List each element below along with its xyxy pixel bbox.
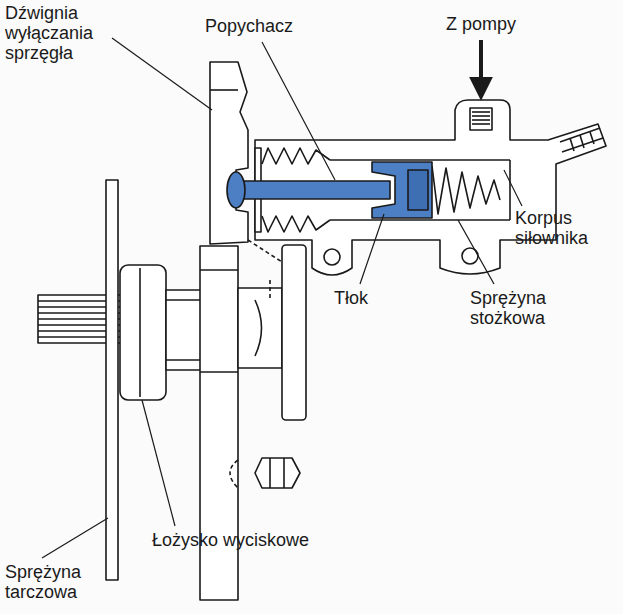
inlet-arrow	[479, 40, 483, 96]
part-label: Sprężyna tarczowa	[5, 562, 123, 602]
leader-lines	[42, 38, 522, 558]
part-label: Dźwignia wyłączania sprzęgła	[5, 3, 117, 63]
part-label: Tłok	[334, 288, 394, 308]
pivot	[230, 240, 306, 488]
part-label: Sprężyna stożkowa	[470, 288, 582, 328]
release-bearing	[120, 265, 202, 400]
part-label: Z pompy	[446, 14, 546, 34]
diaphragm-spring	[106, 180, 118, 580]
conical-spring	[432, 166, 500, 214]
part-label: Popychacz	[205, 16, 325, 36]
part-label: Łożysko wyciskowe	[152, 530, 352, 550]
part-label: Korpus siłownika	[515, 208, 619, 248]
